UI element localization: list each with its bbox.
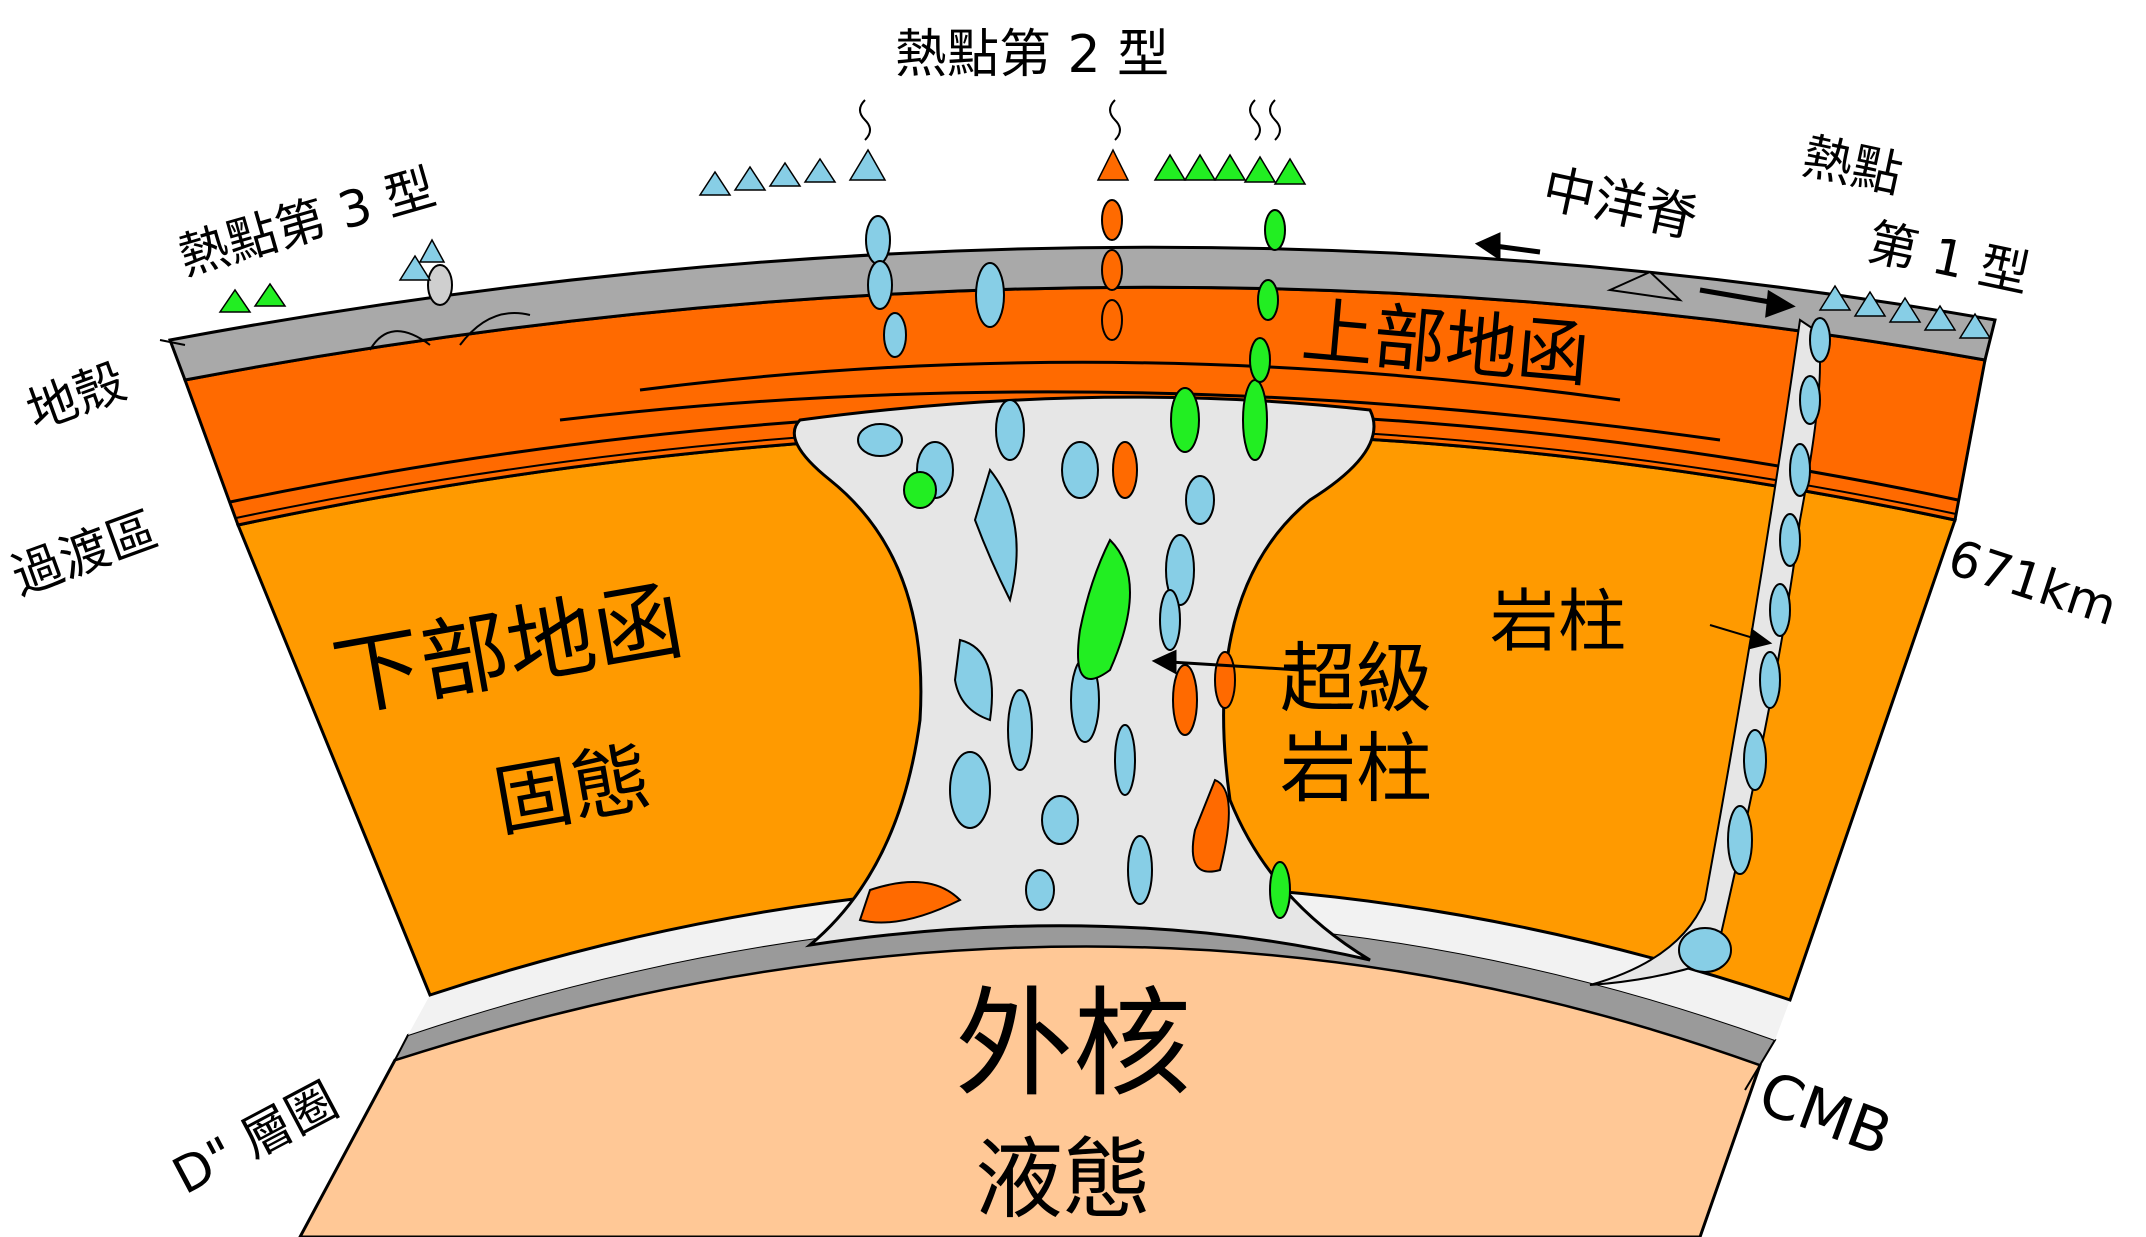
ridge-spreading-arrows — [1474, 232, 1796, 318]
label-crust: 地殼 — [19, 353, 133, 442]
label-outer-core: 外核 — [955, 975, 1191, 1113]
surface-volcanoes-blue — [398, 148, 1992, 339]
upper-mantle-plume-drops — [427, 199, 1286, 383]
crust-layer — [167, 245, 1997, 382]
mid-ocean-ridge-bump — [1606, 270, 1684, 302]
label-outer-core-state: 液態 — [975, 1128, 1151, 1231]
label-superplume-line2: 岩柱 — [1280, 724, 1432, 813]
label-depth-671: 671km — [1941, 528, 2124, 637]
label-hotspot-type3: 熱點第 3 型 — [172, 158, 441, 286]
label-plume: 岩柱 — [1490, 583, 1626, 662]
surface-volcano-orange — [1096, 148, 1130, 181]
surface-volcanoes-green — [218, 153, 1307, 313]
label-d-double-prime: D" 層圈 — [163, 1071, 347, 1205]
label-transition-zone: 過渡區 — [4, 500, 165, 606]
label-mid-ocean-ridge: 中洋脊 — [1537, 159, 1702, 250]
label-hotspot-type2: 熱點第 2 型 — [895, 25, 1169, 85]
label-superplume-line1: 超級 — [1280, 634, 1432, 723]
superplume-blue-blobs — [857, 399, 1215, 911]
label-hotspot-type1-line2: 第 1 型 — [1863, 213, 2035, 304]
plume-pointer-arrow — [1709, 624, 1773, 650]
steam-icons — [859, 99, 1281, 141]
crust-leader-line — [159, 339, 186, 346]
core-mantle-boundary-band — [408, 883, 1790, 1040]
cmb-leader-line — [1744, 1064, 1761, 1091]
convection-arrows — [369, 312, 531, 351]
upper-mantle-inner-line-b — [559, 390, 1721, 442]
upper-mantle-inner-line-a — [639, 360, 1621, 402]
label-hotspot-type1-line1: 熱點 — [1798, 127, 1908, 205]
hotspot-type1-plume-blobs — [1678, 317, 1831, 973]
superplume-green-blobs — [903, 379, 1291, 919]
label-cmb: CMB — [1750, 1058, 1901, 1170]
superplume-pointer-arrow — [1151, 649, 1301, 675]
